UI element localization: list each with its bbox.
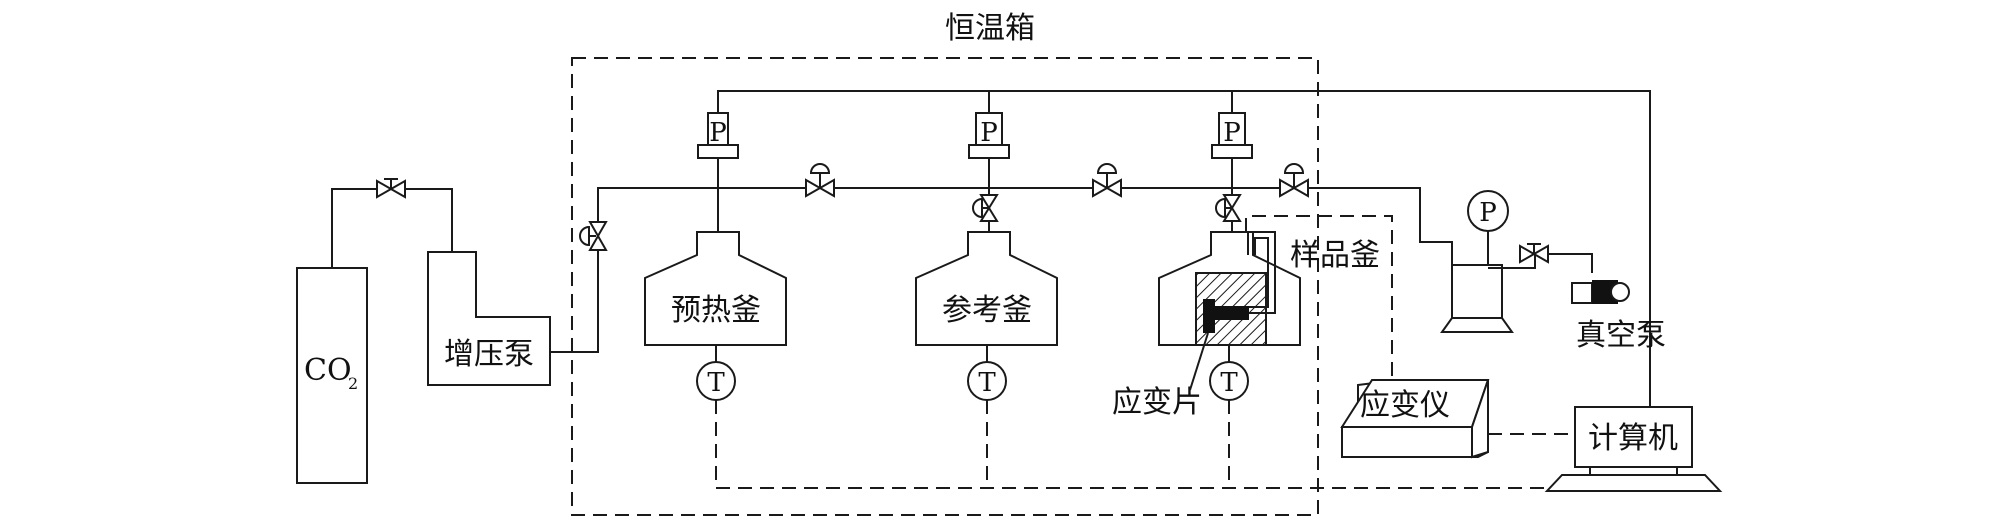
preheat-vessel xyxy=(644,231,787,346)
pressure-symbol-1: P xyxy=(709,118,727,148)
temperature-signal-line xyxy=(715,400,1560,489)
strain-meter xyxy=(1340,379,1490,459)
reference-vessel-valve xyxy=(972,194,999,222)
strain-wire-outer xyxy=(1247,231,1276,314)
pressure-transducer-2: P xyxy=(968,112,1010,159)
sample-vessel-label: 样品釜 xyxy=(1290,238,1380,273)
reference-vessel xyxy=(915,231,1058,346)
vacuum-pressure-gauge xyxy=(1467,190,1509,232)
vacuum-valve xyxy=(1519,243,1549,264)
main-line-valve-3 xyxy=(1279,163,1309,198)
temperature-symbol-2: T xyxy=(978,368,996,398)
strain-signal-line xyxy=(1245,215,1393,380)
computer xyxy=(1544,406,1723,492)
vacuum-pump-icon xyxy=(1571,280,1630,304)
strain-gauge-pointer xyxy=(1189,332,1209,391)
strain-meter-label: 应变仪 xyxy=(1360,388,1450,423)
vacuum-vessel xyxy=(1440,264,1514,333)
preheat-vessel-label: 预热釜 xyxy=(671,293,761,328)
temperature-symbol-1: T xyxy=(707,368,725,398)
booster-pump xyxy=(427,251,551,386)
inlet-valve xyxy=(579,221,608,251)
vacuum-pump-label: 真空泵 xyxy=(1576,318,1666,353)
booster-pump-label: 增压泵 xyxy=(444,337,534,372)
vacuum-pressure-symbol: P xyxy=(1479,198,1497,228)
strain-gauge-label: 应变片 xyxy=(1112,385,1202,420)
co2-subscript: 2 xyxy=(348,374,358,393)
sample-vessel-valve xyxy=(1215,194,1242,222)
thermostat-label: 恒温箱 xyxy=(945,11,1035,46)
pressure-signal-line xyxy=(717,90,1651,411)
main-gas-line xyxy=(550,187,1453,353)
pressure-transducer-1: P xyxy=(697,112,739,159)
main-line-valve-2 xyxy=(1092,163,1122,198)
strain-gauge-element xyxy=(1203,299,1215,333)
strain-gauge-lead xyxy=(1215,306,1249,320)
main-line-valve-1 xyxy=(805,163,835,198)
feed-needle-valve xyxy=(376,178,406,199)
temperature-symbol-3: T xyxy=(1220,368,1238,398)
thermostat-box xyxy=(571,57,1319,516)
co2-label: CO xyxy=(304,353,352,388)
pressure-symbol-2: P xyxy=(980,118,998,148)
pressure-symbol-3: P xyxy=(1223,118,1241,148)
computer-label: 计算机 xyxy=(1588,421,1678,456)
pressure-transducer-3: P xyxy=(1211,112,1253,159)
strain-wire-inner xyxy=(1249,237,1269,308)
reference-vessel-label: 参考釜 xyxy=(942,293,1032,328)
